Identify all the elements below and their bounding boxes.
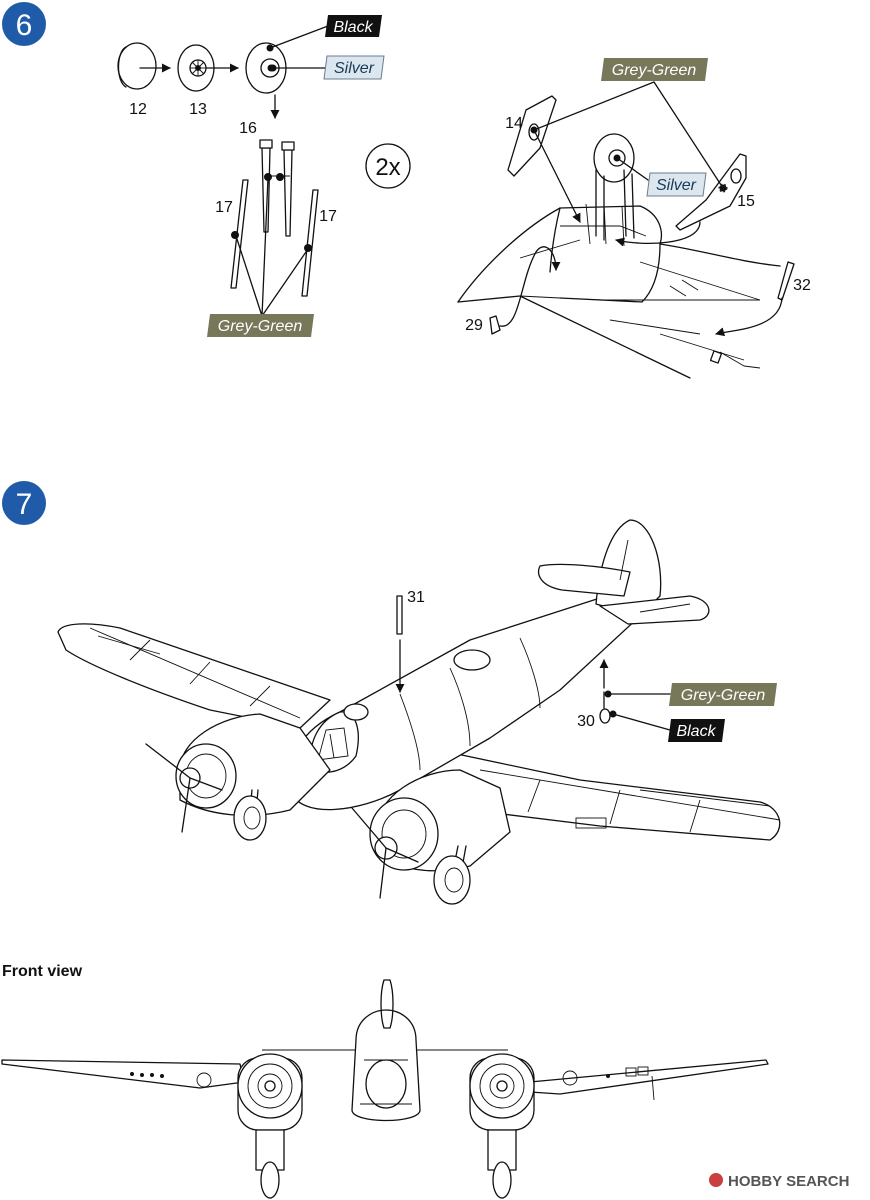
aircraft-front-view <box>1 979 769 1199</box>
aircraft-three-quarter-view <box>57 519 781 905</box>
svg-text:Grey-Green: Grey-Green <box>681 687 766 704</box>
wheel-hub-cover-part <box>117 42 157 90</box>
landing-gear-struts <box>230 139 319 297</box>
gear-door-14 <box>507 95 557 177</box>
part-label-13: 13 <box>189 101 207 118</box>
part-label-14: 14 <box>505 115 523 132</box>
callout-grey-green-step7: Grey-Green <box>669 683 777 706</box>
callout-silver-bay: Silver <box>646 172 707 197</box>
part-32-probe <box>777 261 795 301</box>
callout-grey-green-doors: Grey-Green <box>601 58 708 81</box>
part-label-29: 29 <box>465 317 483 334</box>
step-7-badge: 7 <box>2 481 46 525</box>
svg-text:2x: 2x <box>375 154 400 181</box>
multiplier-badge: 2x <box>365 143 411 189</box>
front-view-heading: Front view <box>2 963 83 980</box>
leader-struts-3 <box>261 248 309 317</box>
part-label-32: 32 <box>793 277 811 294</box>
wheel-half-part <box>177 44 215 92</box>
arrow-14 <box>533 129 581 223</box>
svg-text:Black: Black <box>333 19 373 36</box>
svg-text:Grey-Green: Grey-Green <box>612 62 697 79</box>
svg-text:Grey-Green: Grey-Green <box>218 318 303 335</box>
svg-text:HOBBY SEARCH: HOBBY SEARCH <box>728 1173 849 1190</box>
part-label-17-right: 17 <box>319 208 337 225</box>
callout-silver: Silver <box>323 55 385 80</box>
leader-silver-bay <box>616 157 649 181</box>
leader-grey-green-door-14 <box>533 81 655 131</box>
part-label-31: 31 <box>407 589 425 606</box>
part-label-16: 16 <box>239 120 257 137</box>
arrow-29 <box>499 246 561 327</box>
part-29-antenna <box>489 315 501 335</box>
callout-black: Black <box>325 15 382 37</box>
callout-grey-green-struts: Grey-Green <box>207 314 314 337</box>
part-30-tailwheel <box>599 691 611 724</box>
bay-wheel <box>593 133 635 241</box>
step-6-number: 6 <box>16 9 33 42</box>
nacelle-wing-assembly <box>457 203 781 379</box>
svg-text:Silver: Silver <box>656 177 697 194</box>
gear-door-15 <box>675 153 747 231</box>
watermark: HOBBY SEARCH <box>709 1173 849 1190</box>
callout-black-step7: Black <box>668 719 725 742</box>
leader-grey-green-door-15 <box>653 81 724 189</box>
part-label-12: 12 <box>129 101 147 118</box>
part-label-30: 30 <box>577 713 595 730</box>
leader-struts-2 <box>261 177 269 317</box>
arrow-32 <box>715 297 783 337</box>
leader-struts-1 <box>235 235 263 317</box>
step-7-number: 7 <box>16 488 33 521</box>
step-6-badge: 6 <box>2 2 46 46</box>
svg-text:Silver: Silver <box>334 60 375 77</box>
part-label-15: 15 <box>737 193 755 210</box>
svg-text:Black: Black <box>676 723 716 740</box>
leader-black <box>269 25 329 49</box>
leader-black-30 <box>612 713 671 731</box>
part-label-17-left: 17 <box>215 199 233 216</box>
arrow-15 <box>615 221 701 247</box>
part-31-antenna <box>396 595 403 635</box>
